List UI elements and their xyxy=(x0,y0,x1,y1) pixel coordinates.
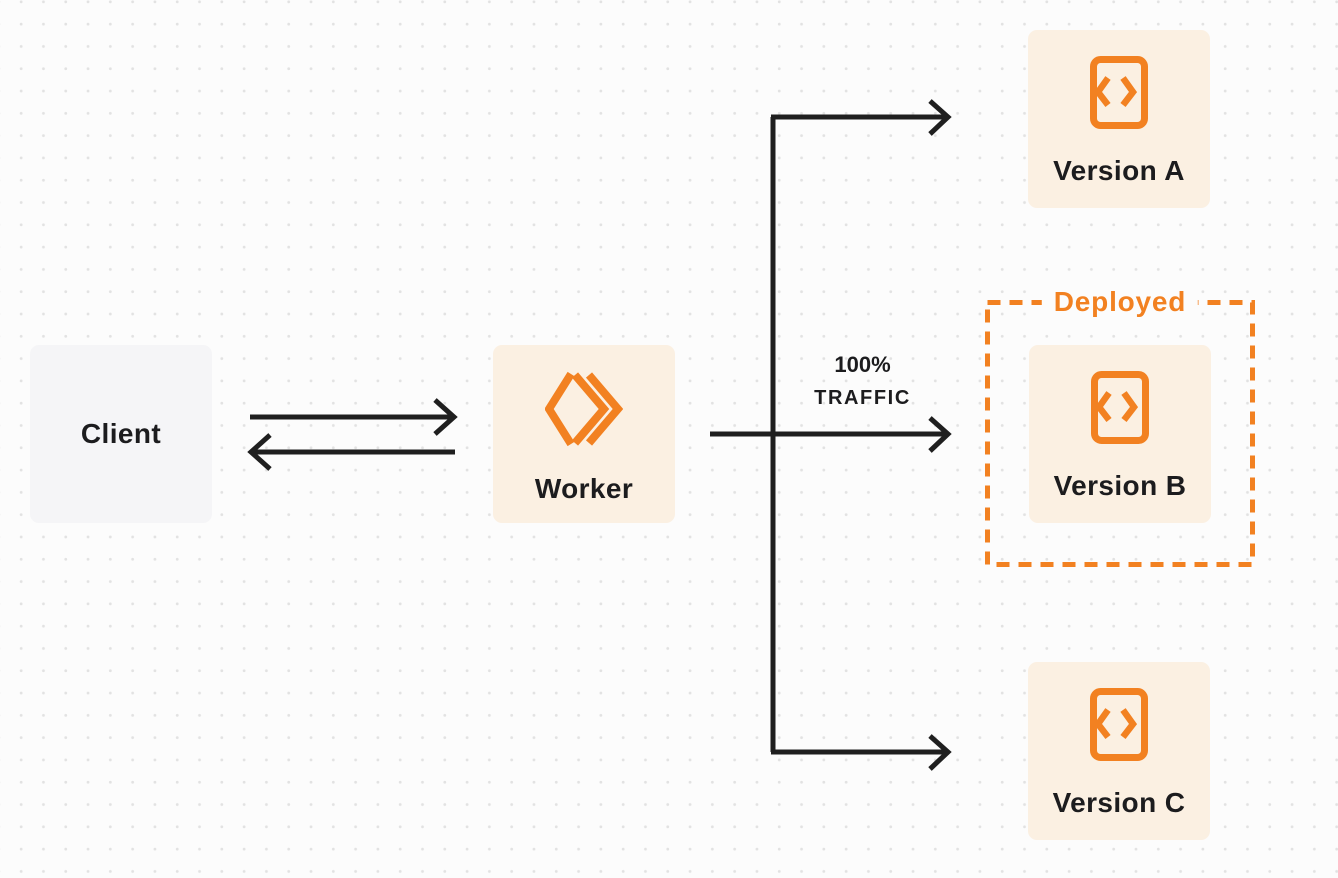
arrow-to-version-c-head-icon xyxy=(928,734,952,771)
traffic-word-label: TRAFFIC xyxy=(814,387,911,409)
version-b-label: Version B xyxy=(1053,470,1187,501)
arrow-to-version-a-head-icon xyxy=(928,99,952,136)
version-c-label: Version C xyxy=(1052,787,1186,818)
traffic-annotation: 100% TRAFFIC xyxy=(790,349,935,415)
arrow-worker-to-version-b-head-icon xyxy=(928,416,952,453)
client-label: Client xyxy=(80,418,162,449)
deployed-container: Deployed xyxy=(985,286,1255,567)
client-node: Client xyxy=(30,345,212,523)
workers-logo-icon xyxy=(545,371,623,447)
code-file-icon xyxy=(1091,371,1149,444)
arrow-worker-to-client-head-icon xyxy=(247,433,272,471)
version-b-node: Version B xyxy=(1029,345,1211,523)
traffic-percent-label: 100% xyxy=(834,352,891,377)
version-c-node: Version C xyxy=(1028,662,1210,840)
worker-label: Worker xyxy=(534,473,634,504)
code-file-icon xyxy=(1090,688,1148,761)
code-file-icon xyxy=(1090,56,1148,129)
arrow-client-to-worker-head-icon xyxy=(433,398,458,436)
version-a-label: Version A xyxy=(1053,155,1185,186)
deployed-label: Deployed xyxy=(1041,286,1199,318)
version-a-node: Version A xyxy=(1028,30,1210,208)
worker-node: Worker xyxy=(493,345,675,523)
